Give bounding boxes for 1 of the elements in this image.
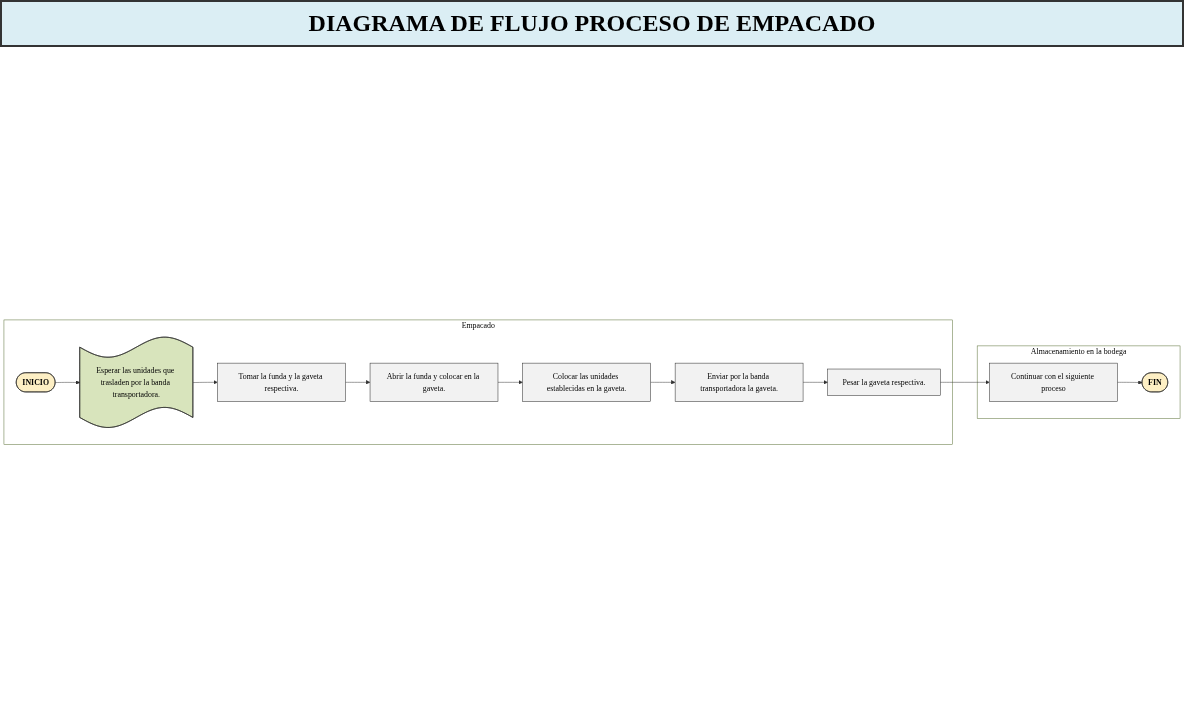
diagram-title: DIAGRAMA DE FLUJO PROCESO DE EMPACADO (0, 0, 1184, 47)
